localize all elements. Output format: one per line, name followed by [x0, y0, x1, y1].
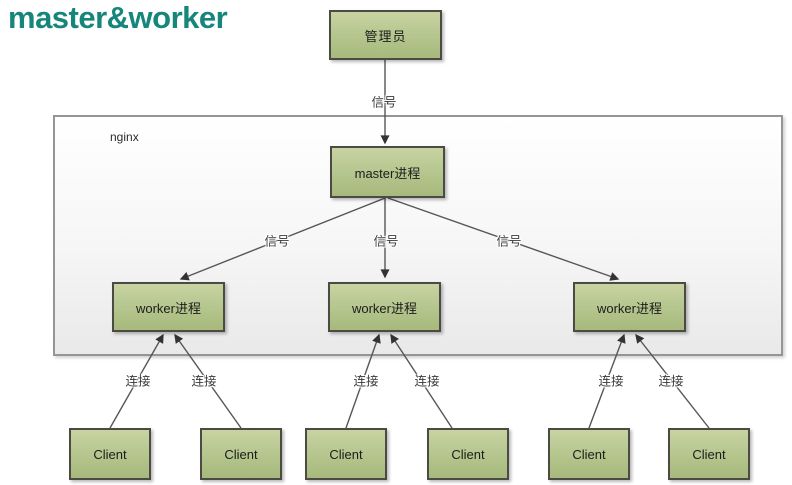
node-client-3: Client: [305, 428, 387, 480]
edge-label-connection-5: 连接: [598, 374, 624, 389]
node-master: master进程: [330, 146, 445, 198]
node-worker-1: worker进程: [112, 282, 225, 332]
node-admin: 管理员: [329, 10, 442, 60]
edge-label-connection-3: 连接: [353, 374, 379, 389]
node-client-5: Client: [548, 428, 630, 480]
edge-label-signal-1: 信号: [264, 234, 290, 249]
page-title: master&worker: [8, 0, 228, 35]
edge-label-connection-4: 连接: [414, 374, 440, 389]
edge-label-signal-2: 信号: [373, 234, 399, 249]
node-client-4: Client: [427, 428, 509, 480]
node-worker-2: worker进程: [328, 282, 441, 332]
edge-label-signal-3: 信号: [496, 234, 522, 249]
node-client-1: Client: [69, 428, 151, 480]
node-worker-3: worker进程: [573, 282, 686, 332]
edge-label-connection-1: 连接: [125, 374, 151, 389]
nginx-label: nginx: [110, 130, 139, 144]
edge-label-signal-admin: 信号: [371, 95, 397, 110]
edge-label-connection-6: 连接: [658, 374, 684, 389]
node-client-6: Client: [668, 428, 750, 480]
edge-label-connection-2: 连接: [191, 374, 217, 389]
node-client-2: Client: [200, 428, 282, 480]
